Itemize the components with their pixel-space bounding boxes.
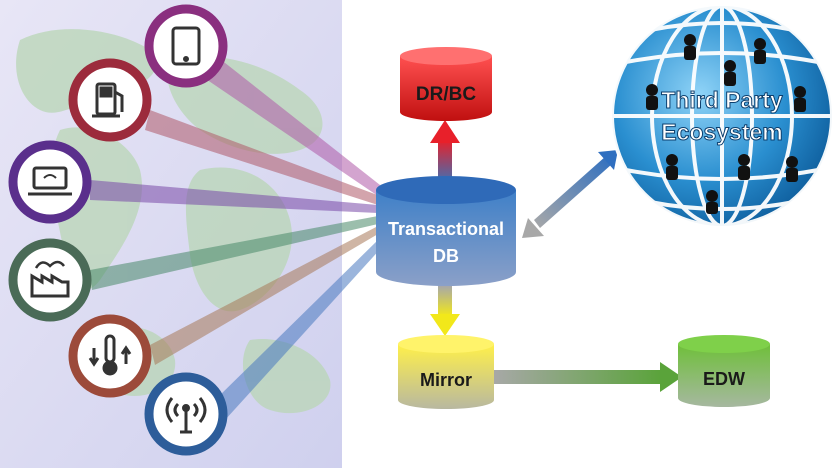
drbc-label: DR/BC bbox=[416, 84, 476, 105]
device-laptop bbox=[8, 140, 92, 224]
transactional-db-label-line1: Transactional bbox=[388, 219, 504, 239]
device-tablet bbox=[144, 4, 228, 88]
globe-gridlines bbox=[610, 4, 834, 228]
device-thermometer bbox=[68, 314, 152, 398]
third-party-label-line1: Third Party bbox=[661, 87, 783, 113]
device-data-rays bbox=[90, 55, 383, 420]
drbc-cylinder: DR/BC bbox=[400, 47, 492, 121]
ray-laptop bbox=[90, 180, 378, 213]
flow-arrows bbox=[430, 120, 682, 392]
device-antenna bbox=[144, 372, 228, 456]
arrow-bidirectional-third-party bbox=[522, 150, 618, 238]
edw-cylinder: EDW bbox=[678, 335, 770, 407]
ray-factory bbox=[90, 216, 378, 290]
thermometer-icon bbox=[88, 334, 132, 376]
mirror-cylinder: Mirror bbox=[398, 335, 494, 409]
arrow-to-drbc bbox=[430, 120, 460, 184]
ray-fuel bbox=[145, 110, 380, 205]
wireless-antenna-icon bbox=[165, 397, 207, 434]
ray-antenna bbox=[215, 238, 383, 420]
people-silhouettes bbox=[646, 34, 806, 214]
fuel-pump-icon bbox=[92, 82, 124, 118]
ray-tablet bbox=[200, 55, 380, 196]
transactional-db-cylinder: Transactional DB bbox=[376, 176, 516, 286]
factory-icon bbox=[30, 260, 70, 298]
ray-thermo bbox=[150, 226, 378, 365]
laptop-icon bbox=[28, 166, 72, 196]
mirror-label: Mirror bbox=[420, 370, 472, 390]
transactional-db-label-line2: DB bbox=[433, 246, 459, 266]
tablet-icon bbox=[171, 26, 201, 66]
device-fuel-pump bbox=[68, 58, 152, 142]
third-party-globe: Third Party Ecosystem bbox=[610, 4, 834, 228]
arrow-to-mirror bbox=[430, 286, 460, 336]
third-party-label-line2: Ecosystem bbox=[661, 119, 782, 145]
device-icons bbox=[8, 4, 228, 456]
device-factory bbox=[8, 238, 92, 322]
arrow-to-edw bbox=[492, 362, 682, 392]
edw-label: EDW bbox=[703, 369, 745, 389]
